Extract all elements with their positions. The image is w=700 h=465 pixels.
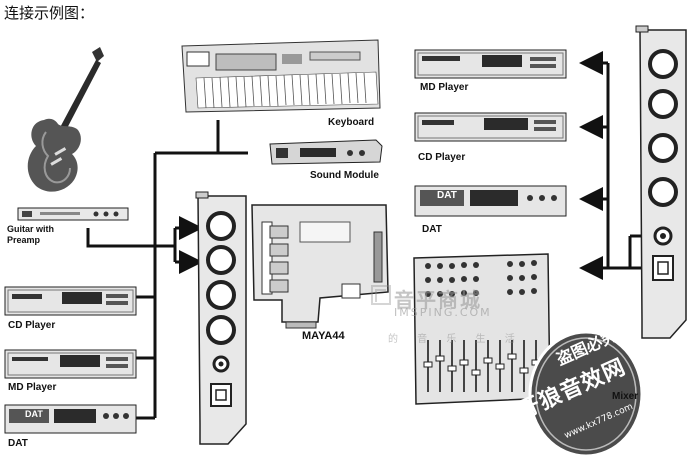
watermark-name: 音平商城 <box>394 288 482 312</box>
cd-player-right-label: CD Player <box>418 152 466 163</box>
maya44-label: MAYA44 <box>302 330 345 342</box>
keyboard-device <box>181 39 381 113</box>
dat-right-face-label: DAT <box>437 190 457 201</box>
cd-player-left <box>4 286 137 316</box>
stamp-watermark <box>528 330 644 458</box>
cd-player-right <box>414 112 567 142</box>
keyboard-keys <box>195 71 379 109</box>
md-player-left-label: MD Player <box>8 382 57 393</box>
preamp-device <box>17 207 129 221</box>
dat-left-face-label: DAT <box>25 409 43 419</box>
sound-module-device <box>269 139 383 165</box>
io-bracket-right <box>635 25 687 339</box>
cd-player-left-label: CD Player <box>8 320 56 331</box>
watermark-logo-icon <box>371 285 391 305</box>
keyboard-label: Keyboard <box>328 117 375 128</box>
watermark-tagline: 的 音 乐 生 活 <box>388 334 523 345</box>
page-title: 连接示例图： <box>4 4 95 22</box>
maya44-card <box>251 204 389 329</box>
dat-right <box>414 185 567 217</box>
guitar-preamp-label: Guitar with Preamp <box>7 224 54 245</box>
guitar-image <box>27 47 104 192</box>
mixer-label: Mixer <box>612 391 639 402</box>
dat-left-label: DAT <box>8 438 28 449</box>
watermark-url: IMSPING.COM <box>394 306 492 319</box>
sound-module-label: Sound Module <box>310 170 379 181</box>
md-player-right <box>414 49 567 79</box>
dat-left <box>4 404 137 434</box>
dat-right-label: DAT <box>422 224 442 235</box>
md-player-left <box>4 349 137 379</box>
io-bracket-left <box>195 191 247 445</box>
md-player-right-label: MD Player <box>420 82 469 93</box>
connection-lines <box>86 51 650 420</box>
mixer-device <box>413 253 551 405</box>
